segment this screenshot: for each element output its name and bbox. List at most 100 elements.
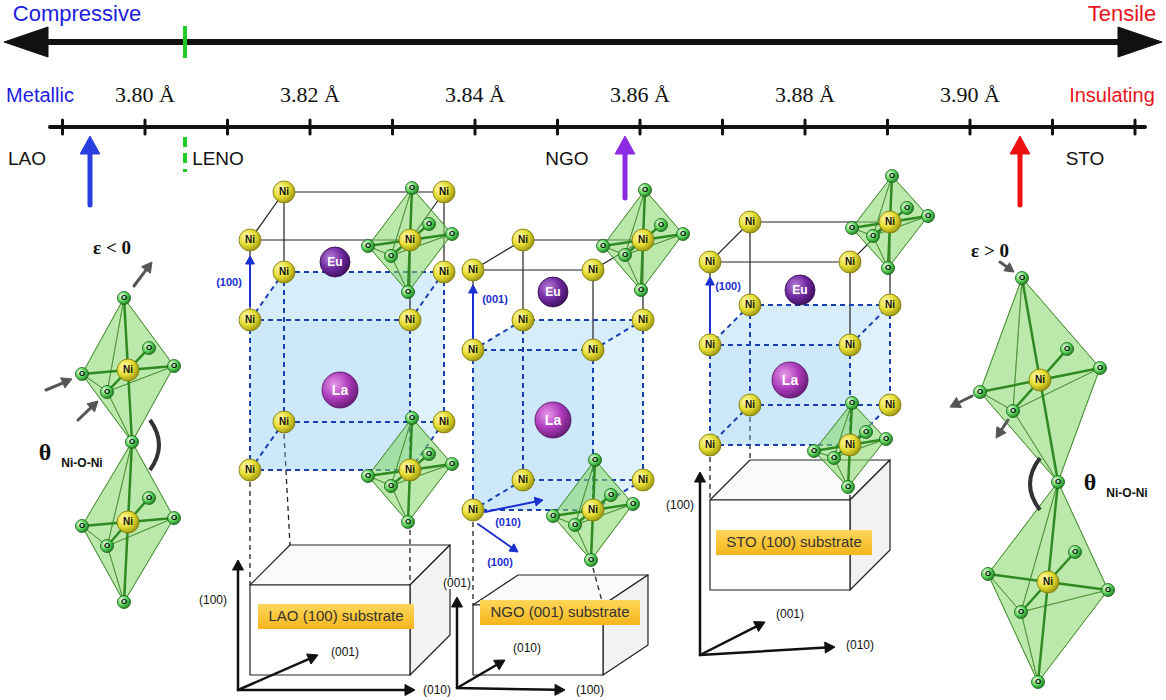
octahedron-face [107, 518, 174, 602]
lao-marker-head [80, 136, 100, 154]
octahedron [368, 188, 452, 292]
atom-label: Ni [845, 257, 855, 267]
pseudocubic-edge [750, 304, 890, 306]
atom-label: Ni [705, 257, 715, 267]
atom-label: Ni [468, 265, 478, 275]
o-atom [1015, 606, 1028, 619]
projection-line [709, 457, 710, 500]
axis-label: (100) [665, 499, 695, 511]
o-atom [446, 228, 459, 241]
axis-tick [556, 120, 559, 134]
pseudocubic-cell-face [710, 345, 850, 445]
ni-atom [433, 261, 455, 283]
atom-label: Ni [468, 345, 478, 355]
o-atom [982, 568, 995, 581]
atom-label: O [171, 514, 177, 522]
atom-label: Eu [327, 256, 342, 268]
bond-angle-arc [150, 420, 159, 470]
ni-atom [239, 309, 261, 331]
cell-edge [473, 269, 593, 270]
axis-tick [1051, 120, 1054, 134]
atom-label: O [129, 438, 135, 446]
atom-label: O [658, 221, 664, 229]
atom-label: Ni [123, 365, 133, 375]
o-atom [423, 218, 436, 231]
atom-label: O [1035, 678, 1041, 686]
atom-label: Ni [638, 235, 648, 245]
strain-arrow-head [61, 378, 72, 388]
o-atom [406, 182, 419, 195]
ni-atom [632, 229, 654, 251]
projection-line [472, 522, 473, 605]
substrate-axis-head [754, 622, 765, 632]
atom-label: Ni [885, 400, 895, 410]
axis-tick [391, 120, 394, 134]
atom-label: Ni [405, 235, 415, 245]
pseudocubic-edge [749, 305, 751, 405]
substrate-side-face [603, 575, 648, 675]
atom-label: O [104, 388, 110, 396]
pseudocubic-cell-face [250, 320, 410, 470]
lattice-constant-label: 3.84 Å [445, 84, 505, 106]
cell-edge [472, 270, 473, 350]
direction-arrow [478, 524, 512, 548]
la-atom [772, 362, 808, 398]
atom-label: Ni [705, 340, 715, 350]
pseudocubic-edge [249, 320, 251, 470]
o-atom [118, 596, 131, 609]
atom-label: Ni [279, 267, 289, 277]
atom-label: O [146, 494, 152, 502]
atom-label: O [426, 220, 432, 228]
direction-label: (001) [482, 294, 508, 305]
o-atom [901, 202, 914, 215]
ni-o-bond [128, 442, 132, 522]
projection-line [409, 530, 410, 585]
atom-label: Ni [638, 315, 648, 325]
atom-label: O [365, 242, 371, 250]
atom-label: O [863, 428, 869, 436]
axis-label: (010) [422, 684, 452, 696]
substrate-axis-head [405, 685, 415, 696]
axis-label: (001) [330, 646, 360, 658]
o-atom [101, 540, 114, 553]
substrate-axis-head [695, 472, 706, 482]
atom-label: Ni [745, 217, 755, 227]
atom-label: Ni [279, 417, 289, 427]
bulk-marker [183, 137, 187, 172]
axis-label: (010) [845, 639, 875, 651]
strain-arrow [134, 269, 147, 286]
o-atom [101, 386, 114, 399]
atom-label: Ni [405, 315, 415, 325]
strain-axis-head [1118, 27, 1162, 57]
atom-label: Eu [545, 286, 560, 298]
pseudocubic-edge [472, 350, 474, 510]
o-atom [143, 342, 156, 355]
ni-o-bond [1040, 380, 1058, 482]
o-atom [677, 228, 690, 241]
atom-label: Ni [245, 465, 255, 475]
atom-label: O [600, 242, 606, 250]
axis-tick [61, 120, 64, 134]
atom-label: O [1018, 608, 1024, 616]
atom-label: O [642, 186, 648, 194]
axis-label: (001) [775, 608, 805, 620]
atom-label: Ni [439, 417, 449, 427]
o-atom [808, 445, 821, 458]
ni-atom [632, 469, 654, 491]
strain-arrow [1001, 420, 1008, 431]
ni-atom [739, 294, 761, 316]
atom-label: O [409, 414, 415, 422]
atom-label: Ni [745, 300, 755, 310]
direction-arrow-head [534, 497, 543, 506]
ngo-marker-head [615, 136, 635, 154]
phase-label: Insulating [1069, 85, 1155, 105]
substrate-axis [238, 689, 406, 692]
octahedron [980, 278, 1100, 482]
atom-label: Ni [705, 440, 715, 450]
pseudocubic-edge [284, 421, 444, 423]
atom-label: O [1097, 364, 1103, 372]
atom-label: O [638, 286, 644, 294]
direction-arrow-head [246, 256, 255, 264]
atom-label: Ni [1043, 577, 1053, 587]
atom-label: O [79, 522, 85, 530]
